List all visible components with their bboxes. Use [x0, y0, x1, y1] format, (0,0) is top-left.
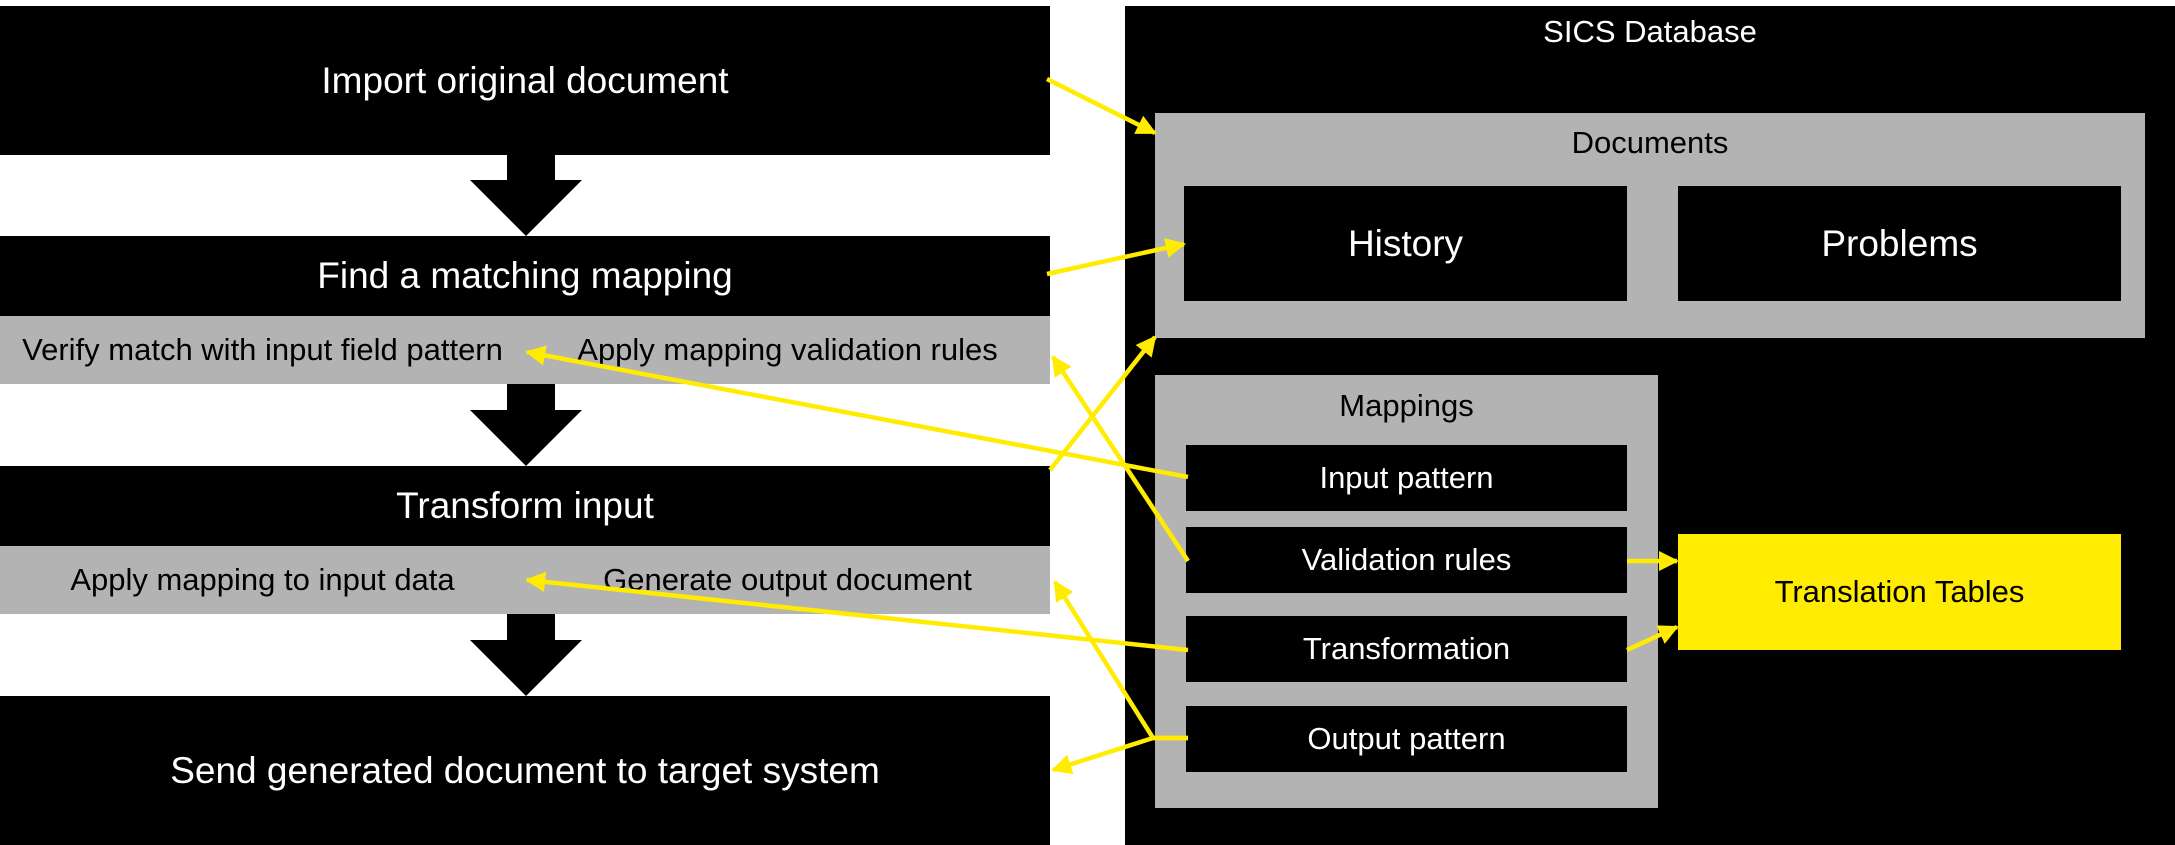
substep-generate-output: Generate output document: [525, 546, 1050, 614]
mapping-output-pattern: Output pattern: [1186, 706, 1627, 772]
down-arrow-3: [470, 614, 582, 696]
transformation-label: Transformation: [1302, 631, 1511, 666]
substep-apply-mapping-label: Apply mapping to input data: [70, 562, 455, 597]
substep-apply-mapping: Apply mapping to input data: [0, 546, 525, 614]
step-find-matching-mapping: Find a matching mapping: [0, 236, 1050, 316]
history-box: History: [1184, 186, 1627, 301]
problems-label: Problems: [1821, 222, 1978, 264]
substep-apply-validation-rules: Apply mapping validation rules: [525, 316, 1050, 384]
step-send-generated-document: Send generated document to target system: [0, 696, 1050, 845]
substep-verify-match: Verify match with input field pattern: [0, 316, 525, 384]
step-find-mapping-label: Find a matching mapping: [317, 255, 733, 296]
mapping-validation-rules: Validation rules: [1186, 527, 1627, 593]
step-import-original-document: Import original document: [0, 6, 1050, 155]
step-import-label: Import original document: [321, 59, 729, 101]
history-label: History: [1347, 222, 1464, 264]
step-transform-input-label: Transform input: [396, 485, 654, 526]
mapping-transformation: Transformation: [1186, 616, 1627, 682]
output-pattern-label: Output pattern: [1307, 721, 1506, 756]
mappings-title: Mappings: [1339, 388, 1474, 423]
translation-tables-box: Translation Tables: [1678, 534, 2121, 650]
down-arrow-1: [470, 155, 582, 236]
mapping-input-pattern: Input pattern: [1186, 445, 1627, 511]
input-pattern-label: Input pattern: [1319, 460, 1494, 495]
validation-rules-label: Validation rules: [1301, 542, 1512, 577]
substep-verify-match-label: Verify match with input field pattern: [22, 332, 503, 367]
problems-box: Problems: [1678, 186, 2121, 301]
substep-generate-output-label: Generate output document: [603, 562, 972, 597]
documents-title: Documents: [1571, 125, 1729, 160]
step-send-document-label: Send generated document to target system: [170, 749, 880, 791]
step-transform-input: Transform input: [0, 466, 1050, 546]
translation-tables-label: Translation Tables: [1774, 574, 2025, 609]
sics-database-title: SICS Database: [1543, 14, 1757, 49]
down-arrow-2: [470, 384, 582, 466]
substep-apply-validation-label: Apply mapping validation rules: [577, 332, 998, 367]
